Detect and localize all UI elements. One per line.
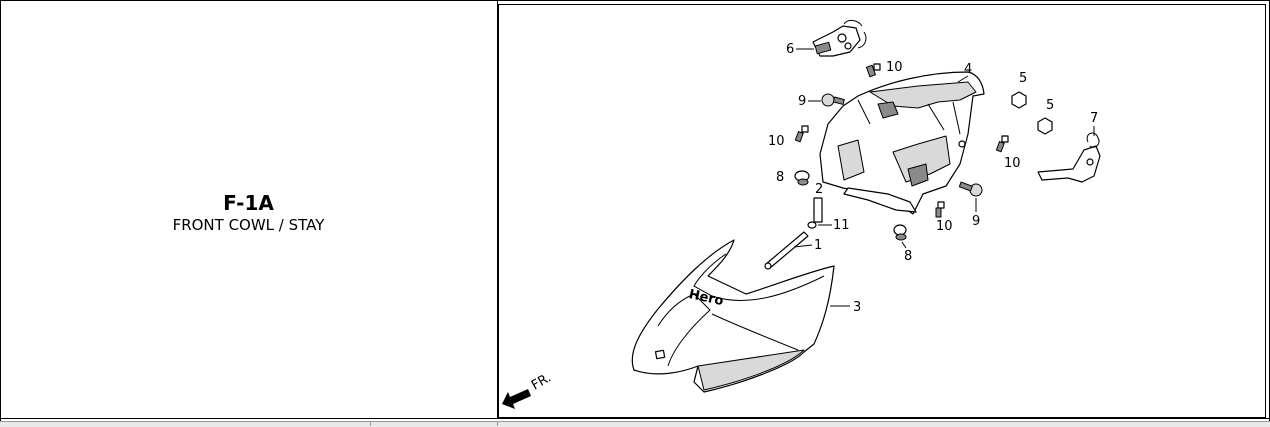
callout-10-a: 10 bbox=[886, 60, 903, 75]
part-3-front-cowl bbox=[631, 239, 835, 393]
callout-1: 1 bbox=[814, 238, 822, 253]
part-6-bracket bbox=[812, 19, 867, 57]
part-7-stay bbox=[1037, 132, 1101, 183]
section-title: FRONT COWL / STAY bbox=[172, 216, 325, 234]
callout-2: 2 bbox=[815, 182, 823, 197]
callout-10-b: 10 bbox=[768, 134, 785, 149]
part-10-screw-right bbox=[995, 135, 1009, 153]
part-10-screw-lower bbox=[935, 201, 945, 218]
callout-7: 7 bbox=[1090, 111, 1098, 126]
callout-10-d: 10 bbox=[936, 219, 953, 234]
bottom-strip-divider bbox=[370, 421, 371, 426]
part-5-nut-b bbox=[1037, 117, 1053, 135]
part-5-nut-a bbox=[1011, 91, 1027, 109]
section-title-block: F-1A FRONT COWL / STAY bbox=[0, 192, 497, 235]
callout-11: 11 bbox=[833, 218, 850, 233]
part-2-spring bbox=[812, 197, 824, 223]
hero-logo-text: Hero bbox=[687, 287, 724, 309]
section-title-panel: F-1A FRONT COWL / STAY bbox=[0, 0, 498, 418]
bottom-rule bbox=[0, 418, 1270, 419]
part-9-bolt-left bbox=[821, 93, 845, 107]
exploded-parts-diagram: 6 10 4 5 5 9 10 bbox=[502, 19, 1101, 409]
callout-5-b: 5 bbox=[1046, 98, 1054, 113]
part-9-bolt-right bbox=[958, 181, 983, 197]
part-1-rod bbox=[764, 231, 809, 270]
callout-9-b: 9 bbox=[972, 214, 980, 229]
bottom-strip-divider bbox=[497, 421, 498, 426]
part-10-screw-top bbox=[865, 63, 881, 78]
part-11-grommet bbox=[807, 221, 817, 229]
callout-8-a: 8 bbox=[776, 170, 784, 185]
callout-10-c: 10 bbox=[1004, 156, 1021, 171]
bottom-strip bbox=[0, 421, 1270, 427]
part-10-screw-left bbox=[794, 125, 809, 143]
direction-label: FR. bbox=[529, 370, 554, 393]
callout-9-a: 9 bbox=[798, 94, 806, 109]
part-8-grommet-lower bbox=[893, 224, 907, 241]
part-8-grommet-left bbox=[794, 170, 810, 186]
callout-8-b: 8 bbox=[904, 249, 912, 264]
callout-6: 6 bbox=[786, 42, 794, 57]
part-4-inner-cowl bbox=[819, 71, 985, 215]
diagram-panel bbox=[498, 4, 1266, 418]
callout-5-a: 5 bbox=[1019, 71, 1027, 86]
front-direction-arrow bbox=[502, 389, 531, 409]
section-code: F-1A bbox=[223, 191, 274, 215]
callout-3: 3 bbox=[853, 300, 861, 315]
callout-4: 4 bbox=[964, 62, 972, 77]
